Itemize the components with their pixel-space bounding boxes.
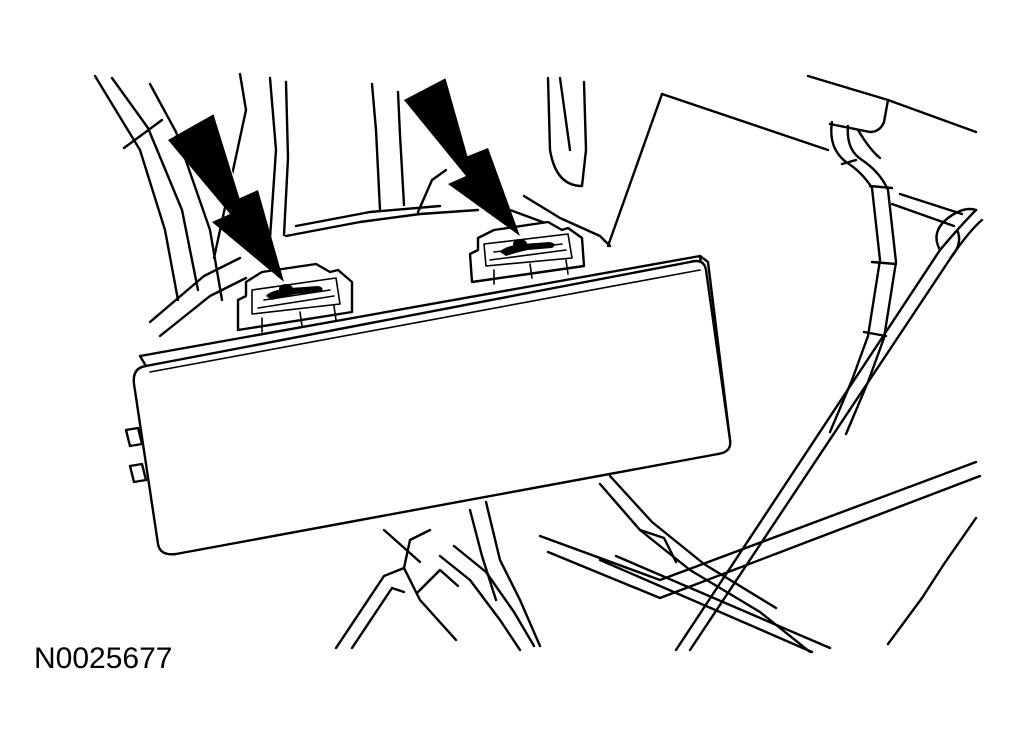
figure-id-label: N0025677 [34, 642, 173, 675]
background-lower-centre [334, 500, 542, 652]
background-left-structure [93, 72, 480, 338]
floor-bracket-lower-right [538, 460, 982, 654]
arrow-left [168, 113, 284, 282]
support-rod-right [674, 192, 984, 652]
arrow-right [404, 77, 520, 236]
connector-right [468, 220, 586, 285]
module-front-face [132, 259, 732, 556]
connector-left [236, 262, 354, 333]
wire-harness-right [828, 120, 898, 436]
electronic-module [124, 254, 732, 556]
background-upper-panel [508, 74, 978, 248]
